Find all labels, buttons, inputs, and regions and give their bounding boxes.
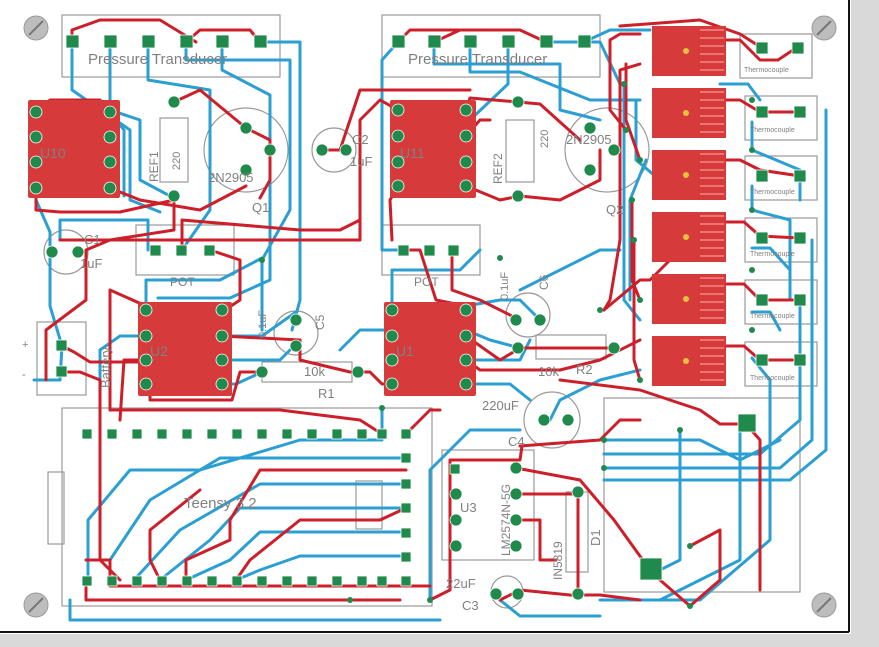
smd-markers: [683, 48, 689, 364]
label-pressure-transducer-2: Pressure Transducer: [408, 51, 547, 68]
label-lm2574: LM2574N-5G: [499, 484, 513, 556]
label-c6: C6: [537, 274, 551, 290]
teensy-pads: [81, 428, 412, 587]
label-ref1-value: 220: [171, 152, 183, 170]
label-c5: C5: [313, 314, 327, 330]
label-thermocouple-6: Thermocouple: [750, 375, 795, 382]
label-thermocouple-4: Thermocouple: [750, 251, 795, 258]
mounting-hole-tl: [23, 15, 49, 41]
label-u11: U11: [400, 145, 425, 161]
label-c1: C1: [84, 232, 101, 247]
smd-parts: [28, 26, 726, 396]
label-c3-value: 22uF: [446, 576, 476, 591]
label-u1: U1: [396, 343, 414, 359]
label-d1: D1: [588, 529, 603, 546]
label-pot2: POT: [414, 275, 439, 289]
vias: [259, 81, 755, 609]
label-c2: C2: [352, 132, 369, 147]
label-q1: Q1: [252, 200, 269, 215]
label-c6-value: 0.1uF: [499, 272, 511, 300]
label-pressure-transducer-1: Pressure Transducer: [88, 51, 227, 68]
label-c3: C3: [462, 598, 479, 613]
label-thermocouple-1: Thermocouple: [744, 67, 789, 74]
label-r1: R1: [318, 386, 335, 401]
label-u3: U3: [460, 500, 477, 515]
mounting-hole-bl: [23, 592, 49, 618]
label-thermocouple-3: Thermocouple: [750, 189, 795, 196]
label-u2: U2: [150, 343, 168, 359]
label-u10: U10: [40, 145, 66, 161]
label-r2: R2: [576, 362, 593, 377]
label-teensy: Teensy 3.2: [184, 495, 257, 512]
label-thermocouple-5: Thermocouple: [750, 313, 795, 320]
mounting-hole-tr: [811, 15, 837, 41]
label-r2-value: 10k: [538, 364, 559, 379]
label-ref2: REF2: [491, 153, 505, 184]
label-battery-plus: +: [22, 339, 28, 351]
label-q2: Q2: [606, 202, 623, 217]
pads: [29, 34, 807, 601]
label-c4: C4: [508, 434, 525, 449]
mounting-hole-br: [811, 592, 837, 618]
label-thermocouple-2: Thermocouple: [750, 127, 795, 134]
label-c1-value: 1uF: [80, 256, 102, 271]
label-r1-value: 10k: [304, 364, 325, 379]
label-c4-value: 220uF: [482, 398, 519, 413]
label-ref1: REF1: [147, 151, 161, 182]
label-battery: Battery: [98, 346, 113, 388]
label-ref2-value: 220: [539, 130, 551, 148]
smd-pins: [700, 29, 724, 381]
label-battery-minus: -: [22, 369, 26, 381]
label-q2-part: 2N2905: [566, 132, 612, 147]
label-q1-part: 2N2905: [208, 170, 254, 185]
label-c5-value: 0.1uF: [257, 310, 269, 338]
label-c2-value: 1uF: [350, 154, 372, 169]
label-pot1: POT: [170, 275, 195, 289]
label-diode-part: IN5819: [551, 541, 565, 580]
